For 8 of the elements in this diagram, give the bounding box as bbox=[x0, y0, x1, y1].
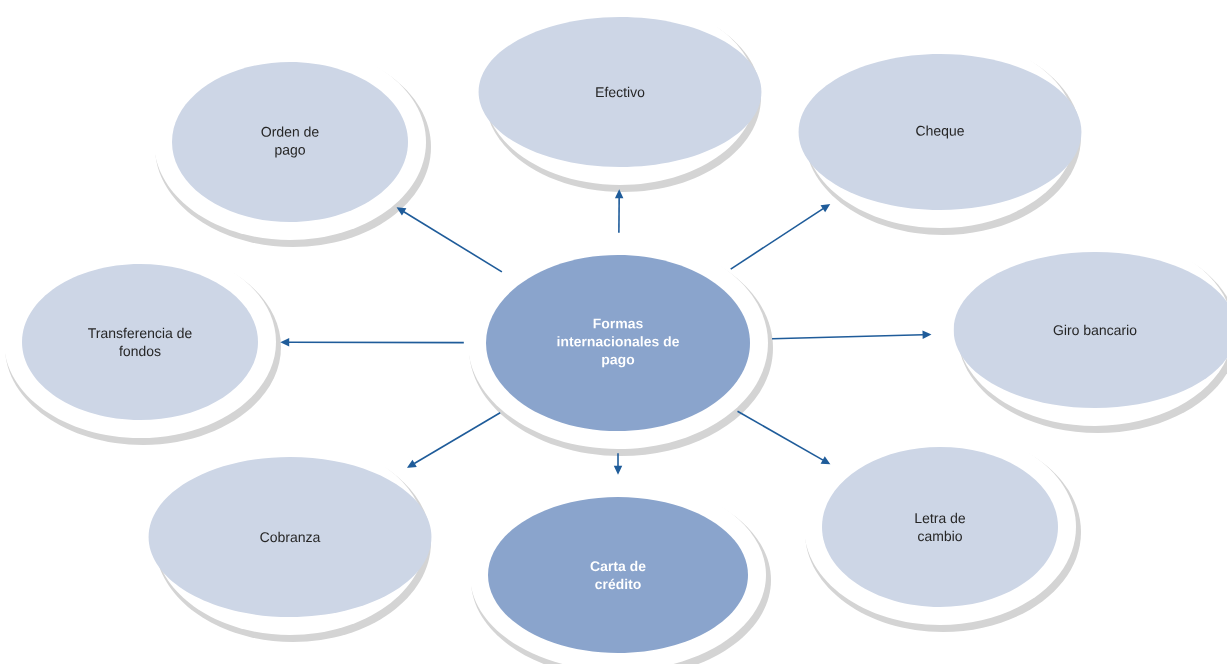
ellipse-node: Giro bancario bbox=[953, 234, 1227, 433]
ellipse-node: Cobranza bbox=[148, 439, 432, 642]
ellipse-node: Transferencia de fondos bbox=[4, 246, 281, 445]
ellipse-node: Letra de cambio bbox=[804, 429, 1081, 632]
ellipse-node: Efectivo bbox=[478, 0, 762, 192]
ellipse-node: Orden de pago bbox=[154, 44, 431, 247]
ellipse-node: Cheque bbox=[798, 36, 1082, 235]
ellipse-node: Formas internacionales de pago bbox=[468, 237, 773, 456]
